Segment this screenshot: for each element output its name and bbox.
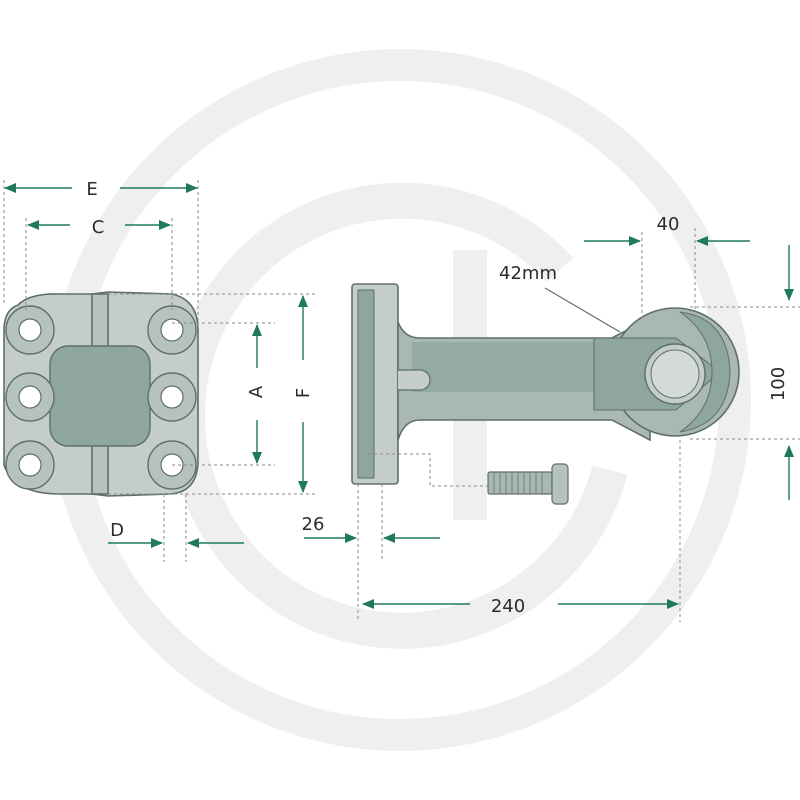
- dimension-label-d: D: [110, 520, 124, 541]
- dimension-26: 26: [302, 514, 440, 543]
- dimension-label-c: C: [92, 217, 105, 238]
- dimension-d: D: [108, 520, 244, 548]
- bolt: [487, 463, 569, 505]
- dimension-label-42mm: 42mm: [499, 263, 557, 284]
- dimension-c: C: [27, 217, 171, 238]
- dimension-e: E: [4, 179, 198, 200]
- dimension-label-40: 40: [657, 214, 680, 235]
- dimension-240: 240: [362, 596, 679, 617]
- mounting-hole: [147, 305, 197, 355]
- dimension-f: F: [293, 295, 314, 493]
- dimension-label-240: 240: [491, 596, 525, 617]
- mounting-plate: [3, 291, 199, 497]
- mounting-hole: [5, 440, 55, 490]
- left-extension-lines: [3, 180, 315, 562]
- dimension-label-a: A: [246, 385, 267, 398]
- dimension-label-f: F: [293, 388, 314, 398]
- dimension-42mm: 42mm: [499, 263, 621, 333]
- dimension-label-100: 100: [768, 367, 789, 401]
- mounting-hole: [147, 372, 197, 422]
- dimension-40: 40: [584, 214, 750, 246]
- right-extension-lines: [357, 228, 800, 622]
- tow-bracket: [351, 283, 740, 485]
- dimension-label-e: E: [86, 179, 97, 200]
- dimension-100: 100: [768, 245, 794, 500]
- mounting-hole: [5, 305, 55, 355]
- dimension-label-26: 26: [302, 514, 325, 535]
- dimension-a: A: [246, 324, 267, 464]
- mounting-hole: [5, 372, 55, 422]
